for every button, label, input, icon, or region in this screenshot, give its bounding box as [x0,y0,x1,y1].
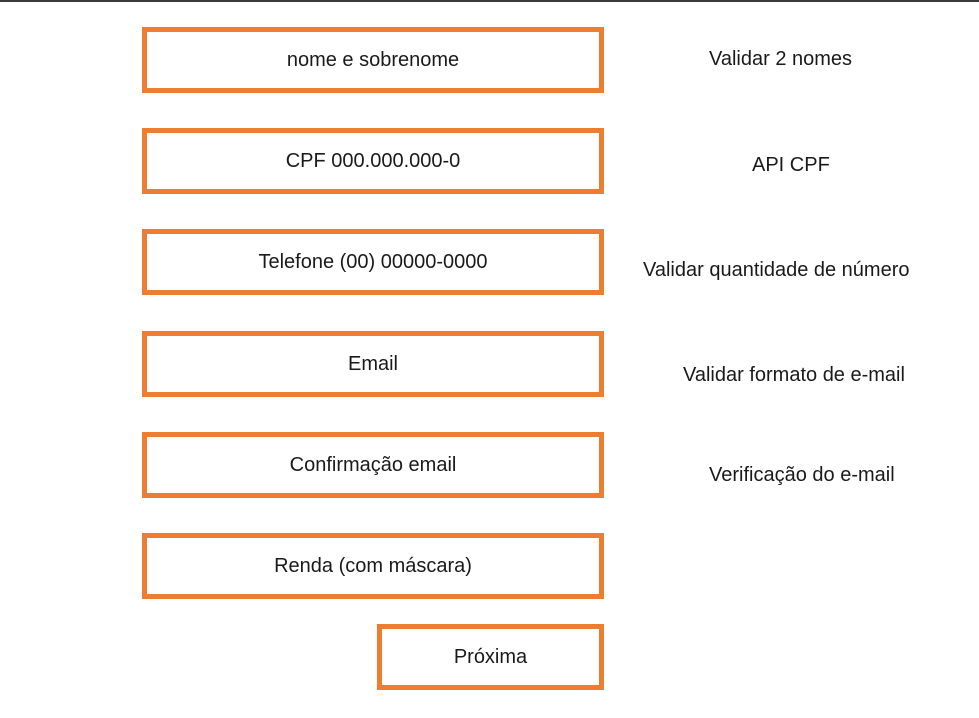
cpf-field[interactable]: CPF 000.000.000-0 [142,128,604,194]
next-button-label: Próxima [453,645,528,668]
name-field[interactable]: nome e sobrenome [142,27,604,93]
next-button[interactable]: Próxima [377,624,604,690]
email-confirmation-note: Verificação do e-mail [709,464,895,486]
email-validation-note: Validar formato de e-mail [683,364,905,386]
phone-field[interactable]: Telefone (00) 00000-0000 [142,229,604,295]
cpf-field-label: CPF 000.000.000-0 [285,149,461,172]
email-field-label: Email [347,352,398,375]
income-field-label: Renda (com máscara) [274,554,472,577]
phone-field-label: Telefone (00) 00000-0000 [258,250,488,273]
income-field[interactable]: Renda (com máscara) [142,533,604,599]
name-validation-note: Validar 2 nomes [709,48,853,70]
phone-validation-note: Validar quantidade de número [643,259,910,281]
email-confirmation-field-label: Confirmação email [289,453,457,476]
email-field[interactable]: Email [142,331,604,397]
name-field-label: nome e sobrenome [286,48,460,71]
top-divider [0,0,979,2]
email-confirmation-field[interactable]: Confirmação email [142,432,604,498]
cpf-validation-note: API CPF [752,154,830,176]
